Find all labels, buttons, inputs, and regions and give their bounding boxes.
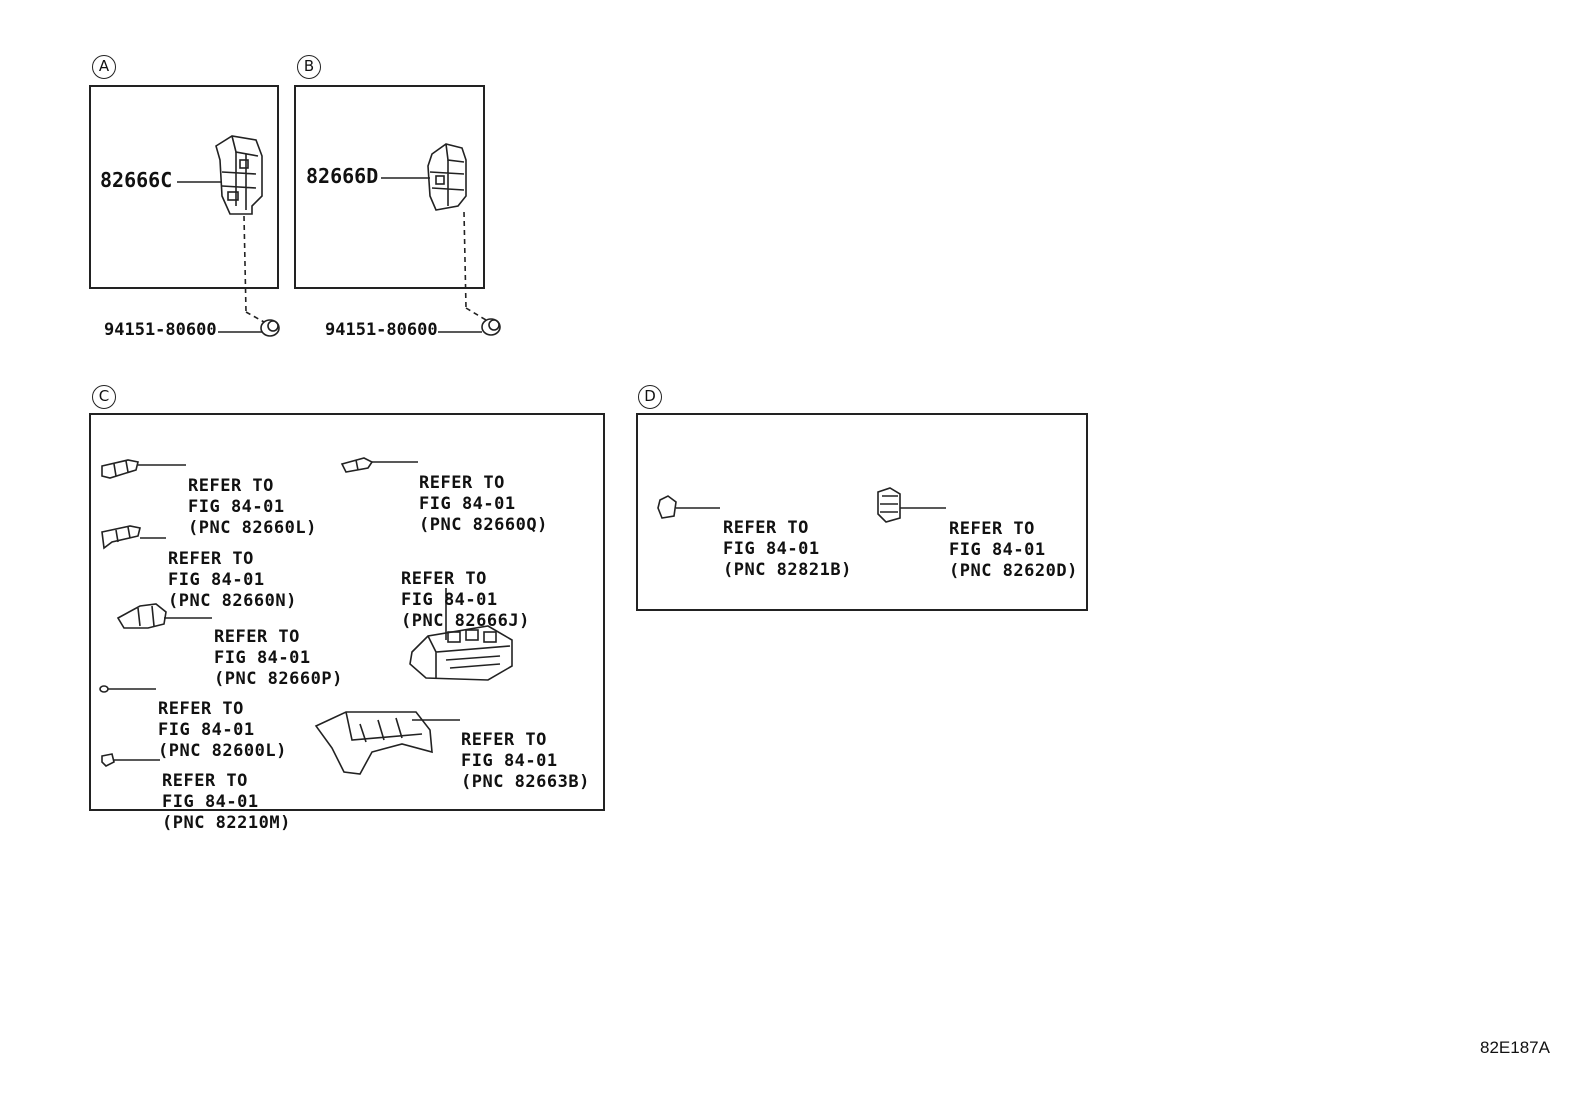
connector-82660q-icon (340, 457, 374, 473)
clip-number-b: 94151-80600 (325, 320, 438, 340)
connector-82660l-icon (101, 459, 139, 479)
relay-block-82666c-icon (215, 135, 263, 215)
figure-code: 82E187A (1480, 1038, 1550, 1057)
clip-number-a: 94151-80600 (104, 320, 217, 340)
section-d-label: D (638, 385, 662, 409)
section-a-label: A (92, 55, 116, 79)
panel-c (89, 413, 605, 811)
part-number-82666c: 82666C (100, 168, 173, 192)
clip-82210m-icon (101, 753, 115, 767)
connector-82660p-icon (116, 603, 167, 629)
cover-82663b-icon (314, 711, 433, 775)
relay-block-82666d-icon (427, 143, 467, 211)
section-c-label: C (92, 385, 116, 409)
clip-b-icon (481, 318, 501, 336)
terminal-82600l-icon (99, 685, 109, 693)
panel-b (294, 85, 485, 289)
junction-block-82666j-icon (409, 625, 513, 681)
clip-a-icon (260, 319, 280, 337)
panel-a (89, 85, 279, 289)
panel-d (636, 413, 1088, 611)
connector-82821b-icon (657, 495, 677, 519)
part-number-82666d: 82666D (306, 164, 379, 188)
section-b-label: B (297, 55, 321, 79)
connector-82660n-icon (101, 525, 141, 550)
connector-82620d-icon (877, 487, 901, 523)
